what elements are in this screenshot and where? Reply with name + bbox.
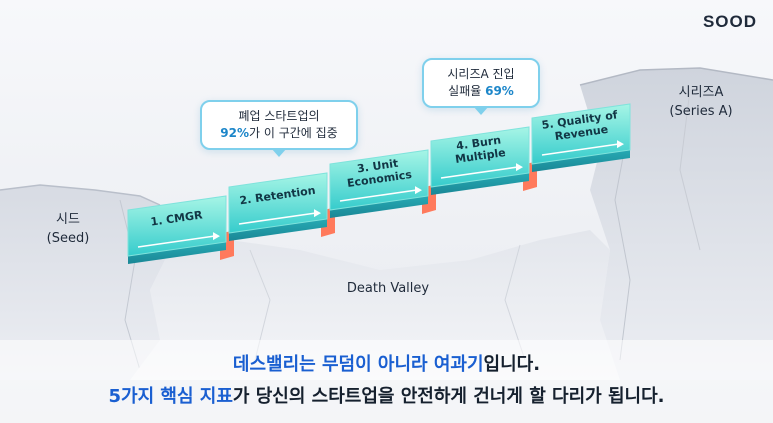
- metric-label-line: 3. Unit: [356, 157, 399, 176]
- metric-block: 5. Quality ofRevenue: [531, 103, 631, 172]
- brand-logo: SOOD: [702, 12, 757, 31]
- metric-block-face: [531, 103, 631, 165]
- metric-block-face: [228, 172, 328, 234]
- metric-block-side: [229, 219, 327, 241]
- callout-closed-startups: 폐업 스타트업의 92%가 이 구간에 집중: [200, 100, 358, 157]
- metric-block-side: [128, 242, 226, 264]
- metric-arrowhead-icon: [415, 186, 422, 195]
- metric-block-side: [330, 196, 428, 218]
- callout-closed-startups-rest: 가 이 구간에 집중: [249, 126, 338, 140]
- seed-label: 시드 (Seed): [38, 210, 98, 248]
- caption-line-1-highlight: 데스밸리는 무덤이 아니라 여과기: [232, 354, 484, 375]
- callout-closed-startups-percent: 92%: [220, 126, 249, 140]
- metric-block: 2. Retention: [228, 172, 328, 241]
- seed-label-korean: 시드: [56, 212, 80, 227]
- callout-series-a-failure-percent: 69%: [485, 84, 514, 98]
- metric-arrowhead-icon: [617, 140, 624, 149]
- callout-series-a-failure-line1: 시리즈A 진입: [447, 67, 515, 81]
- callout-series-a-failure: 시리즈A 진입 실패율 69%: [422, 58, 540, 115]
- metric-arrow-icon: [238, 212, 316, 225]
- metric-block-side: [431, 173, 529, 195]
- metric-block: 1. CMGR: [127, 195, 227, 264]
- series-a-label-korean: 시리즈A: [678, 85, 724, 100]
- metric-label-line: 4. Burn: [455, 134, 502, 153]
- metric-label: 3. UnitEconomics: [344, 155, 413, 190]
- metric-arrowhead-icon: [516, 163, 523, 172]
- caption-line-2-highlight: 5가지 핵심 지표: [108, 386, 233, 407]
- metric-block: 4. BurnMultiple: [430, 126, 530, 195]
- seed-label-english: (Seed): [46, 231, 90, 246]
- metric-arrow-icon: [541, 143, 619, 156]
- series-a-label-english: (Series A): [669, 104, 733, 119]
- metric-block-face: [430, 126, 530, 188]
- caption-line-2-rest: 가 당신의 스타트업을 안전하게 건너게 할 다리가 됩니다.: [232, 386, 665, 407]
- metric-arrow-icon: [339, 189, 417, 202]
- metric-arrowhead-icon: [213, 232, 220, 241]
- caption-line-2: 5가지 핵심 지표가 당신의 스타트업을 안전하게 건너게 할 다리가 됩니다.: [0, 382, 773, 408]
- metric-arrowhead-icon: [314, 209, 321, 218]
- caption-line-1: 데스밸리는 무덤이 아니라 여과기입니다.: [0, 350, 773, 376]
- death-valley-label: Death Valley: [346, 281, 430, 296]
- metric-arrow-icon: [440, 166, 518, 179]
- callout-series-a-failure-line2: 실패율 69%: [432, 83, 530, 100]
- callout-closed-startups-line1: 폐업 스타트업의: [238, 109, 320, 123]
- metric-block: 3. UnitEconomics: [329, 149, 429, 218]
- metric-block-face: [127, 195, 227, 257]
- metric-arrow-icon: [137, 235, 215, 248]
- metric-block-side: [532, 150, 630, 172]
- callout-closed-startups-line2: 92%가 이 구간에 집중: [210, 125, 348, 142]
- caption-line-1-rest: 입니다.: [483, 354, 541, 375]
- callout-series-a-failure-prefix: 실패율: [448, 84, 486, 98]
- metric-block-face: [329, 149, 429, 211]
- series-a-label: 시리즈A (Series A): [656, 83, 746, 121]
